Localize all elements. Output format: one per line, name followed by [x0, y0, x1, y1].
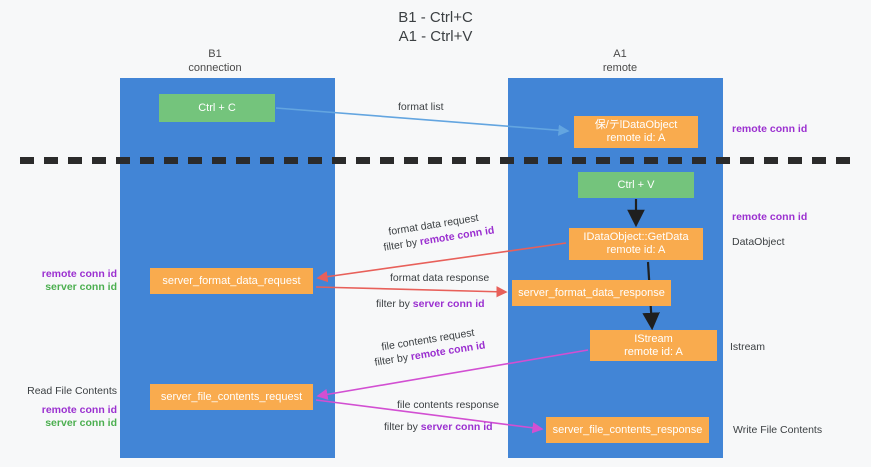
edge-label-format-data-response: format data response — [390, 272, 490, 284]
annotation-remote-conn-id-1: remote conn id — [41, 268, 117, 280]
node-server-file-contents-response-label: server_file_contents_response — [552, 423, 703, 436]
title-line-1: B1 - Ctrl+C — [398, 9, 473, 26]
node-istream-line1: IStream — [634, 332, 673, 345]
annotation-remote-conn-id-mid: remote conn id — [732, 211, 808, 223]
lane-header-a1-name: A1 — [613, 48, 627, 60]
filter-prefix: filter by — [382, 236, 421, 254]
node-server-file-contents-request-label: server_file_contents_request — [160, 390, 303, 403]
annotation-dataobject: DataObject — [732, 236, 785, 248]
phase-divider — [20, 157, 856, 164]
node-istream-line2: remote id: A — [624, 345, 683, 358]
node-ctrl-v[interactable]: Ctrl + V — [578, 172, 694, 198]
filter-prefix: filter by — [376, 298, 413, 310]
annotation-istream: Istream — [730, 341, 766, 353]
edge-label-file-contents-response: file contents response — [397, 399, 500, 411]
node-server-format-data-response[interactable]: server_format_data_response — [512, 280, 671, 306]
node-server-file-contents-response[interactable]: server_file_contents_response — [546, 417, 709, 443]
annotation-left-conn-ids-top: remote conn id server conn id — [22, 268, 117, 294]
annotation-read-file-contents: Read File Contents — [27, 385, 117, 397]
node-server-format-data-request[interactable]: server_format_data_request — [150, 268, 313, 294]
node-ctrl-c-label: Ctrl + C — [198, 101, 236, 114]
annotation-server-conn-id-2: server conn id — [45, 417, 117, 429]
filter-value-server-conn-id: server conn id — [412, 298, 485, 310]
filter-value-server-conn-id: server conn id — [420, 421, 493, 433]
edge-label-format-list: format list — [398, 101, 444, 113]
node-ctrl-c[interactable]: Ctrl + C — [159, 94, 275, 122]
annotation-write-file-contents: Write File Contents — [733, 424, 823, 436]
node-server-format-data-response-label: server_format_data_response — [518, 286, 665, 299]
annotation-left-read-file-contents-group: Read File Contents remote conn id server… — [22, 385, 117, 430]
edge-format-data-response — [315, 286, 508, 298]
lane-header-b1-name: B1 — [208, 48, 222, 60]
node-istream[interactable]: IStream remote id: A — [590, 330, 717, 361]
node-idataobject[interactable]: 保/テlDataObject remote id: A — [574, 116, 698, 148]
edge-label-file-contents-response-filter: filter by server conn id — [384, 421, 493, 434]
annotation-server-conn-id-1: server conn id — [45, 281, 117, 293]
filter-prefix: filter by — [373, 351, 412, 369]
lane-header-b1: B1 connection — [155, 47, 275, 75]
title-line-2: A1 - Ctrl+V — [398, 28, 473, 45]
node-getdata-line2: remote id: A — [606, 244, 666, 256]
lane-header-b1-subtitle: connection — [188, 62, 242, 74]
edge-label-format-data-response-filter: filter by server conn id — [376, 298, 485, 311]
annotation-remote-conn-id-2: remote conn id — [41, 404, 117, 416]
annotation-remote-conn-id-top: remote conn id — [732, 123, 808, 135]
node-server-format-data-request-label: server_format_data_request — [162, 274, 301, 287]
node-getdata-line1: IDataObject::GetData — [583, 231, 689, 243]
diagram-title: B1 - Ctrl+C A1 - Ctrl+V — [0, 8, 871, 46]
node-idataobject-line1: 保/テlDataObject — [594, 119, 678, 131]
filter-prefix: filter by — [384, 421, 421, 433]
lane-header-a1-subtitle: remote — [602, 62, 638, 74]
lane-header-a1: A1 remote — [560, 47, 680, 75]
node-server-file-contents-request[interactable]: server_file_contents_request — [150, 384, 313, 410]
node-idataobject-line2: remote id: A — [606, 132, 666, 144]
node-ctrl-v-label: Ctrl + V — [617, 178, 655, 191]
node-idataobject-getdata[interactable]: IDataObject::GetData remote id: A — [569, 228, 703, 260]
